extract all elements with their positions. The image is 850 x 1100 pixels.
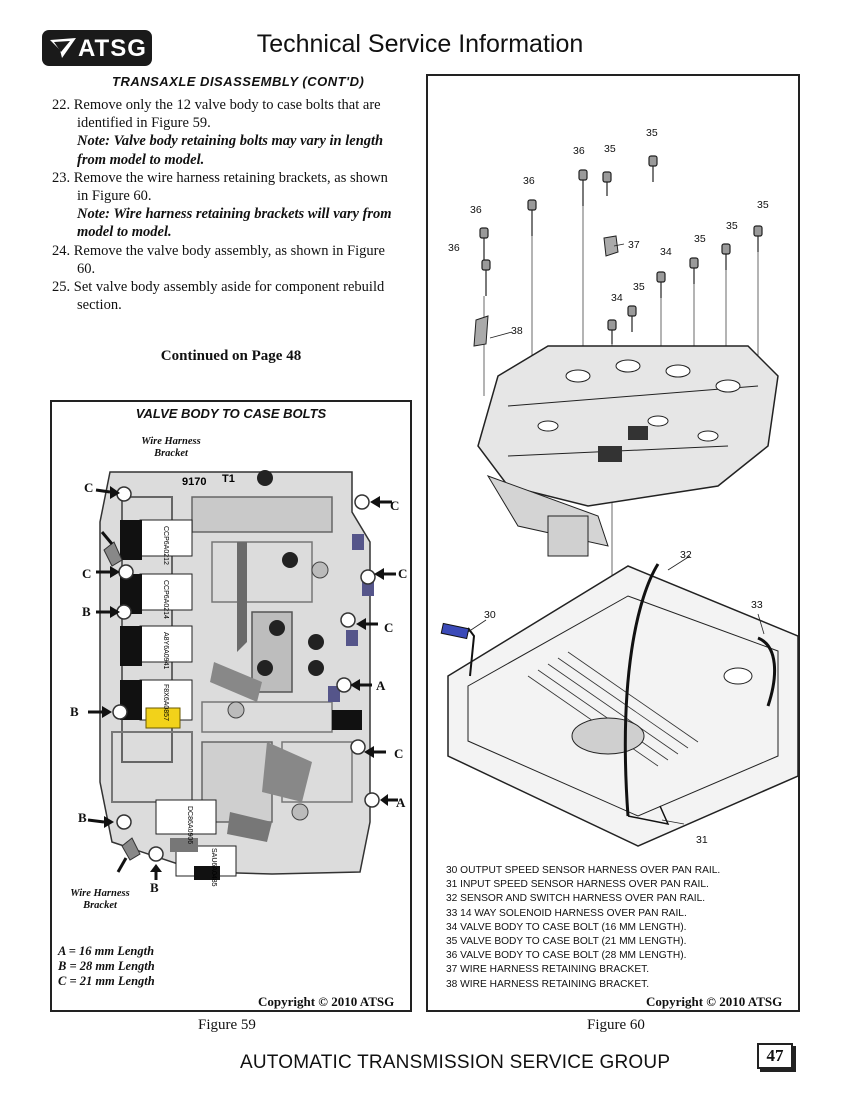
legend-item: 35 VALVE BODY TO CASE BOLT (21 MM LENGTH…	[446, 936, 687, 948]
figure-60-legend: 30 OUTPUT SPEED SENSOR HARNESS OVER PAN …	[446, 864, 720, 992]
figure-59-copyright: Copyright © 2010 ATSG	[258, 994, 395, 1009]
wire-harness-label-bottom: Wire Harness Bracket	[70, 888, 130, 911]
callout-36: 36	[573, 145, 585, 157]
atsg-logo-icon	[50, 38, 76, 58]
callout-36: 36	[523, 175, 535, 187]
step-note: Note: Valve body retaining bolts may var…	[77, 133, 384, 168]
callout-37: 37	[628, 239, 640, 251]
length-c: C = 21 mm Length	[58, 974, 155, 988]
logo-text: ATSG	[78, 35, 147, 62]
footer-org: AUTOMATIC TRANSMISSION SERVICE GROUP	[240, 1052, 671, 1073]
legend-item: 33 14 WAY SOLENOID HARNESS OVER PAN RAIL…	[446, 907, 687, 919]
callout-35: 35	[757, 199, 769, 211]
step-text: 22. Remove only the 12 valve body to cas…	[52, 97, 381, 132]
instruction-steps: 22. Remove only the 12 valve body to cas…	[52, 96, 402, 314]
bolt-set	[479, 155, 763, 344]
bolt-arrows	[87, 486, 398, 880]
legend-item: 37 WIRE HARNESS RETAINING BRACKET.	[446, 964, 650, 976]
step-text: 25. Set valve body assembly aside for co…	[52, 279, 385, 314]
bolt-letter: C	[82, 566, 92, 581]
figure-60-caption: Figure 60	[587, 1017, 645, 1033]
legend-item: 38 WIRE HARNESS RETAINING BRACKET.	[446, 978, 650, 990]
section-title: TRANSAXLE DISASSEMBLY (CONT'D)	[112, 74, 365, 89]
step-25: 25. Set valve body assembly aside for co…	[52, 278, 402, 314]
legend-item: 30 OUTPUT SPEED SENSOR HARNESS OVER PAN …	[446, 865, 721, 876]
figure-60-box: 35 36 35 36 36 36 35 35 35 37 34 35 34 3…	[426, 74, 800, 1012]
length-a: A = 16 mm Length	[58, 944, 155, 958]
bolt-letter: B	[150, 880, 159, 895]
bolt-letter: C	[384, 620, 394, 635]
page-title: Technical Service Information	[256, 30, 584, 58]
bolt-length-key: A = 16 mm Length B = 28 mm Length C = 21…	[58, 944, 155, 989]
bolt-letter: C	[84, 480, 94, 495]
solenoid-code: SAU6A0485	[210, 848, 217, 887]
step-note: Note: Wire harness retaining brackets wi…	[77, 206, 392, 241]
step-text: 23. Remove the wire harness retaining br…	[52, 169, 388, 205]
legend-item: 36 VALVE BODY TO CASE BOLT (28 MM LENGTH…	[446, 950, 687, 962]
callout-numbers: 35 36 35 36 36 36 35 35 35 37 34 35 34 3…	[448, 127, 769, 846]
legend-item: 34 VALVE BODY TO CASE BOLT (16 MM LENGTH…	[446, 921, 687, 933]
bolt-letter: C	[394, 746, 404, 761]
callout-34: 34	[660, 246, 672, 258]
valve-body-illustration: 9170 T1 CCP6A0212 CCP6A0214 A8Y6A0941 F8…	[87, 470, 398, 887]
solenoid-code: F8X6A0857	[162, 684, 169, 721]
bolt-letter: C	[398, 566, 408, 581]
callout-38: 38	[511, 325, 523, 337]
callout-32: 32	[680, 549, 692, 561]
callout-36: 36	[470, 204, 482, 216]
figure-59-box: VALVE BODY TO CASE BOLTS	[50, 400, 412, 1012]
step-24: 24. Remove the valve body assembly, as s…	[52, 242, 402, 278]
solenoid-code: A8Y6A0941	[162, 632, 169, 669]
solenoid-code: DC86A0906	[186, 806, 193, 844]
legend-item: 32 SENSOR AND SWITCH HARNESS OVER PAN RA…	[446, 893, 706, 905]
callout-33: 33	[751, 599, 763, 611]
page-number: 47	[757, 1043, 793, 1069]
step-23: 23. Remove the wire harness retaining br…	[52, 169, 402, 242]
figure-60-copyright: Copyright © 2010 ATSG	[646, 994, 783, 1009]
callout-35: 35	[726, 220, 738, 232]
callout-35: 35	[646, 127, 658, 139]
bolt-letter: B	[82, 604, 91, 619]
casting-mark: T1	[222, 473, 235, 485]
valve-body-exploded-illustration: 35 36 35 36 36 36 35 35 35 37 34 35 34 3…	[440, 127, 798, 847]
casting-mark: 9170	[182, 476, 206, 488]
bolt-letter: C	[390, 498, 400, 513]
continued-note: Continued on Page 48	[160, 348, 302, 364]
solenoid-code: CCP6A0214	[162, 580, 169, 619]
solenoid-code: CCP6A0212	[162, 526, 169, 565]
bolt-letter: B	[78, 810, 87, 825]
callout-35: 35	[604, 143, 616, 155]
atsg-logo: ATSG	[42, 30, 152, 66]
callout-30: 30	[484, 609, 496, 621]
step-22: 22. Remove only the 12 valve body to cas…	[52, 96, 402, 169]
callout-34: 34	[611, 292, 623, 304]
step-text: 24. Remove the valve body assembly, as s…	[52, 242, 385, 277]
length-b: B = 28 mm Length	[58, 959, 155, 973]
figure-59-title: VALVE BODY TO CASE BOLTS	[135, 406, 327, 421]
callout-35: 35	[694, 233, 706, 245]
yellow-connector	[145, 707, 181, 729]
bolt-letter: A	[396, 795, 406, 810]
legend-item: 31 INPUT SPEED SENSOR HARNESS OVER PAN R…	[446, 879, 709, 891]
callout-31: 31	[696, 834, 708, 846]
callout-35: 35	[633, 281, 645, 293]
bolt-letter: B	[70, 704, 79, 719]
bolt-letter: A	[376, 678, 386, 693]
wire-harness-label-top: Wire Harness Bracket	[141, 436, 201, 459]
figure-59-caption: Figure 59	[198, 1017, 256, 1033]
callout-36: 36	[448, 242, 460, 254]
